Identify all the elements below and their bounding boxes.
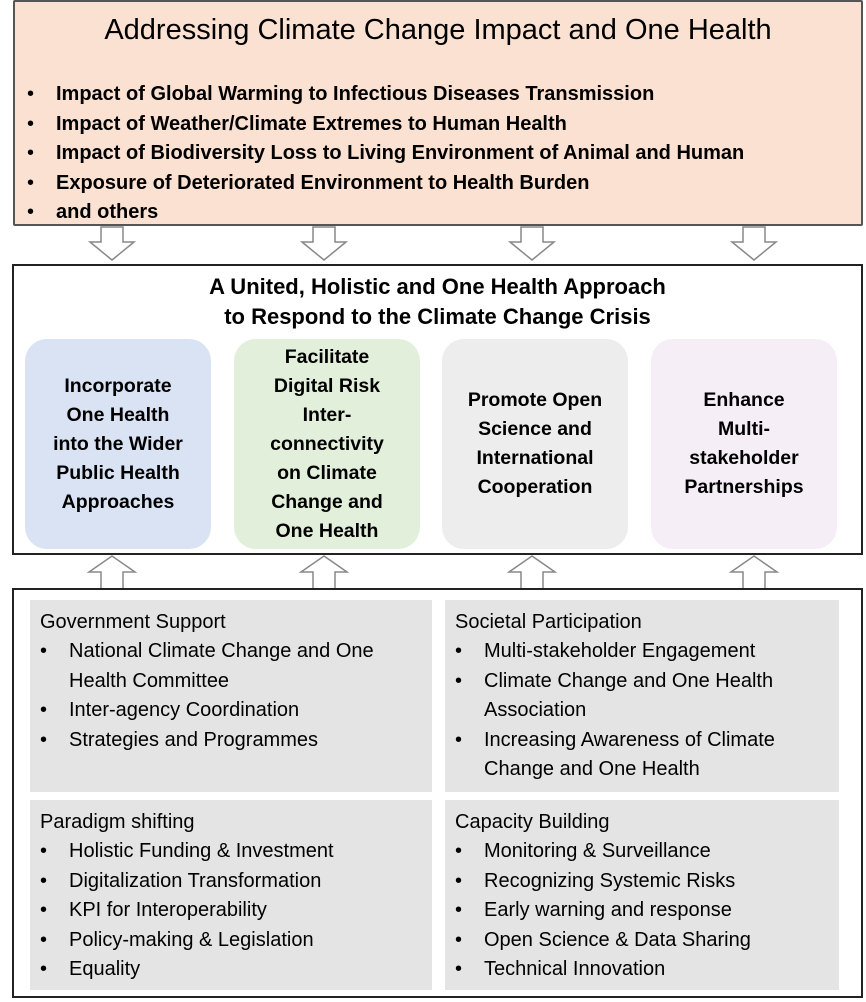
down-arrow-icon — [88, 226, 136, 261]
impact-box: Addressing Climate Change Impact and One… — [13, 0, 863, 226]
societal-participation-title: Societal Participation — [455, 611, 642, 633]
list-item: •Equality — [40, 958, 141, 980]
list-item: •Policy-making & Legislation — [40, 928, 314, 951]
up-arrow-icon — [728, 555, 780, 590]
government-support-list: •National Climate Change and One Health … — [40, 637, 432, 755]
impact-item: •and others — [27, 201, 159, 223]
capacity-building-panel: Capacity Building •Monitoring & Surveill… — [445, 800, 839, 990]
impact-item: •Impact of Biodiversity Loss to Living E… — [27, 142, 745, 164]
list-item: •Climate Change and One Health Associati… — [455, 669, 774, 722]
up-arrow-icon — [86, 555, 138, 590]
list-item: •Early warning and response — [455, 899, 732, 921]
paradigm-shifting-list: •Holistic Funding & Investment •Digitali… — [40, 837, 432, 985]
capacity-building-title: Capacity Building — [455, 811, 610, 833]
impact-item: •Exposure of Deteriorated Environment to… — [27, 171, 590, 194]
down-arrow-icon — [300, 226, 348, 261]
enablers-box: Government Support •National Climate Cha… — [12, 588, 863, 998]
pillar-open-science: Promote Open Science and International C… — [442, 339, 628, 549]
societal-participation-panel: Societal Participation •Multi-stakeholde… — [445, 600, 839, 792]
impact-item: •Impact of Weather/Climate Extremes to H… — [27, 112, 567, 135]
list-item: •National Climate Change and One Health … — [40, 640, 374, 692]
list-item: •Multi-stakeholder Engagement — [455, 640, 756, 662]
list-item: •Recognizing Systemic Risks — [455, 869, 736, 892]
list-item: •KPI for Interoperability — [40, 899, 267, 921]
approach-title: A United, Holistic and One Health Approa… — [209, 274, 666, 329]
pillar-public-health: Incorporate One Health into the Wider Pu… — [25, 339, 211, 549]
list-item: •Strategies and Programmes — [40, 728, 319, 751]
pillar-partnerships: Enhance Multi- stakeholder Partnerships — [651, 339, 837, 549]
list-item: •Holistic Funding & Investment — [40, 840, 334, 862]
up-arrow-icon — [506, 555, 558, 590]
capacity-building-list: •Monitoring & Surveillance •Recognizing … — [455, 837, 839, 985]
impact-list: •Impact of Global Warming to Infectious … — [27, 80, 744, 228]
list-item: •Monitoring & Surveillance — [455, 840, 711, 862]
list-item: •Increasing Awareness of Climate Change … — [455, 728, 775, 781]
list-item: •Technical Innovation — [455, 958, 666, 980]
list-item: •Inter-agency Coordination — [40, 699, 300, 721]
government-support-title: Government Support — [40, 611, 226, 633]
paradigm-shifting-panel: Paradigm shifting •Holistic Funding & In… — [30, 800, 432, 990]
list-item: •Digitalization Transformation — [40, 869, 322, 892]
list-item: •Open Science & Data Sharing — [455, 928, 751, 951]
up-arrow-icon — [298, 555, 350, 590]
approach-box: A United, Holistic and One Health Approa… — [12, 264, 863, 555]
impact-item: •Impact of Global Warming to Infectious … — [27, 83, 655, 105]
government-support-panel: Government Support •National Climate Cha… — [30, 600, 432, 792]
down-arrow-icon — [730, 226, 778, 261]
impact-title: Addressing Climate Change Impact and One… — [104, 14, 772, 46]
societal-participation-list: •Multi-stakeholder Engagement •Climate C… — [455, 637, 839, 785]
paradigm-shifting-title: Paradigm shifting — [40, 811, 195, 833]
down-arrow-icon — [508, 226, 556, 261]
pillar-digital-risk: Facilitate Digital Risk Inter- connectiv… — [234, 339, 420, 549]
